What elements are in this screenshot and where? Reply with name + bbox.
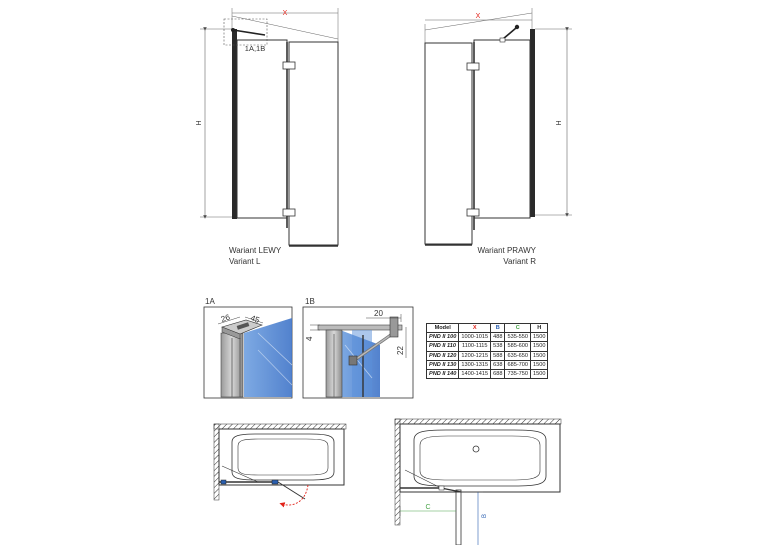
door-panel-left xyxy=(288,41,339,246)
door-panel-right xyxy=(424,42,473,245)
variant-right-elevation: X H Wariant PRAWY Variant R xyxy=(424,8,572,266)
fixed-panel-left xyxy=(236,39,288,219)
dim-c-label: C xyxy=(425,504,430,511)
dim-26: 26 xyxy=(220,312,232,323)
dim-x-label-left: X xyxy=(283,10,288,17)
detail-1a: 1A 26 45 xyxy=(203,297,293,399)
detail-callout-box xyxy=(223,18,268,46)
hinge-bottom-left xyxy=(282,208,296,217)
fixed-panel-right xyxy=(473,39,531,219)
dim-4: 4 xyxy=(305,336,314,341)
header-c: C xyxy=(504,322,532,334)
detail-1b-title: 1B xyxy=(305,297,315,306)
header-h: H xyxy=(530,322,549,334)
bathtub-outline-right xyxy=(399,423,561,493)
table-row: PND II 110 1100-1115 538 585-600 1500 xyxy=(425,341,549,352)
hinge-bottom-right xyxy=(466,208,480,217)
hinge-top-left xyxy=(282,61,296,70)
variant-right-label-pl: Wariant PRAWY xyxy=(477,246,536,255)
wall-profile-right xyxy=(530,29,535,217)
dim-h-label-right: H xyxy=(556,120,563,125)
dimension-table: Model X B C H PND II 100 1000-1015 488 5… xyxy=(425,322,549,380)
dim-h-label-left: H xyxy=(196,120,203,125)
wall-profile-left xyxy=(232,29,237,219)
header-x: X xyxy=(458,322,492,334)
table-row: PND II 120 1200-1215 588 635-650 1500 xyxy=(425,350,549,361)
detail-1a-title: 1A xyxy=(205,297,215,306)
variant-left-label-en: Variant L xyxy=(229,257,261,266)
table-row: PND II 140 1400-1415 688 735-750 1500 xyxy=(425,368,549,380)
stabilizer-bar-right xyxy=(502,27,517,40)
door-swing-arrow-left xyxy=(279,484,309,508)
header-model: Model xyxy=(425,322,460,334)
table-row: PND II 100 1000-1015 488 535-550 1500 xyxy=(425,332,549,343)
header-b: B xyxy=(490,322,506,334)
dim-x-label-right: X xyxy=(476,13,481,20)
detail-ref-label: 1A,1B xyxy=(245,44,265,53)
plan-view-right: C B xyxy=(394,418,562,545)
variant-right-label-en: Variant R xyxy=(503,257,536,266)
variant-left-label-pl: Wariant LEWY xyxy=(229,246,282,255)
table-row: PND II 130 1300-1315 638 685-700 1500 xyxy=(425,359,549,370)
hinge-top-right xyxy=(466,62,480,71)
dim-22: 22 xyxy=(396,346,405,355)
plan-view-left xyxy=(213,423,347,508)
detail-1b: 1B 20 4 22 xyxy=(302,297,414,399)
dim-20: 20 xyxy=(374,309,383,318)
table-header-row: Model X B C H xyxy=(425,322,549,334)
stabilizer-bar-left xyxy=(232,29,266,36)
dim-45: 45 xyxy=(249,313,261,325)
dim-x-slant-left xyxy=(231,15,339,40)
dim-b-label: B xyxy=(482,514,488,518)
variant-left-elevation: X H 1A,1B Wariant LEWY Variant L xyxy=(196,8,339,266)
bathtub-outline-left xyxy=(218,428,345,486)
door-open-plan-right xyxy=(455,489,462,545)
